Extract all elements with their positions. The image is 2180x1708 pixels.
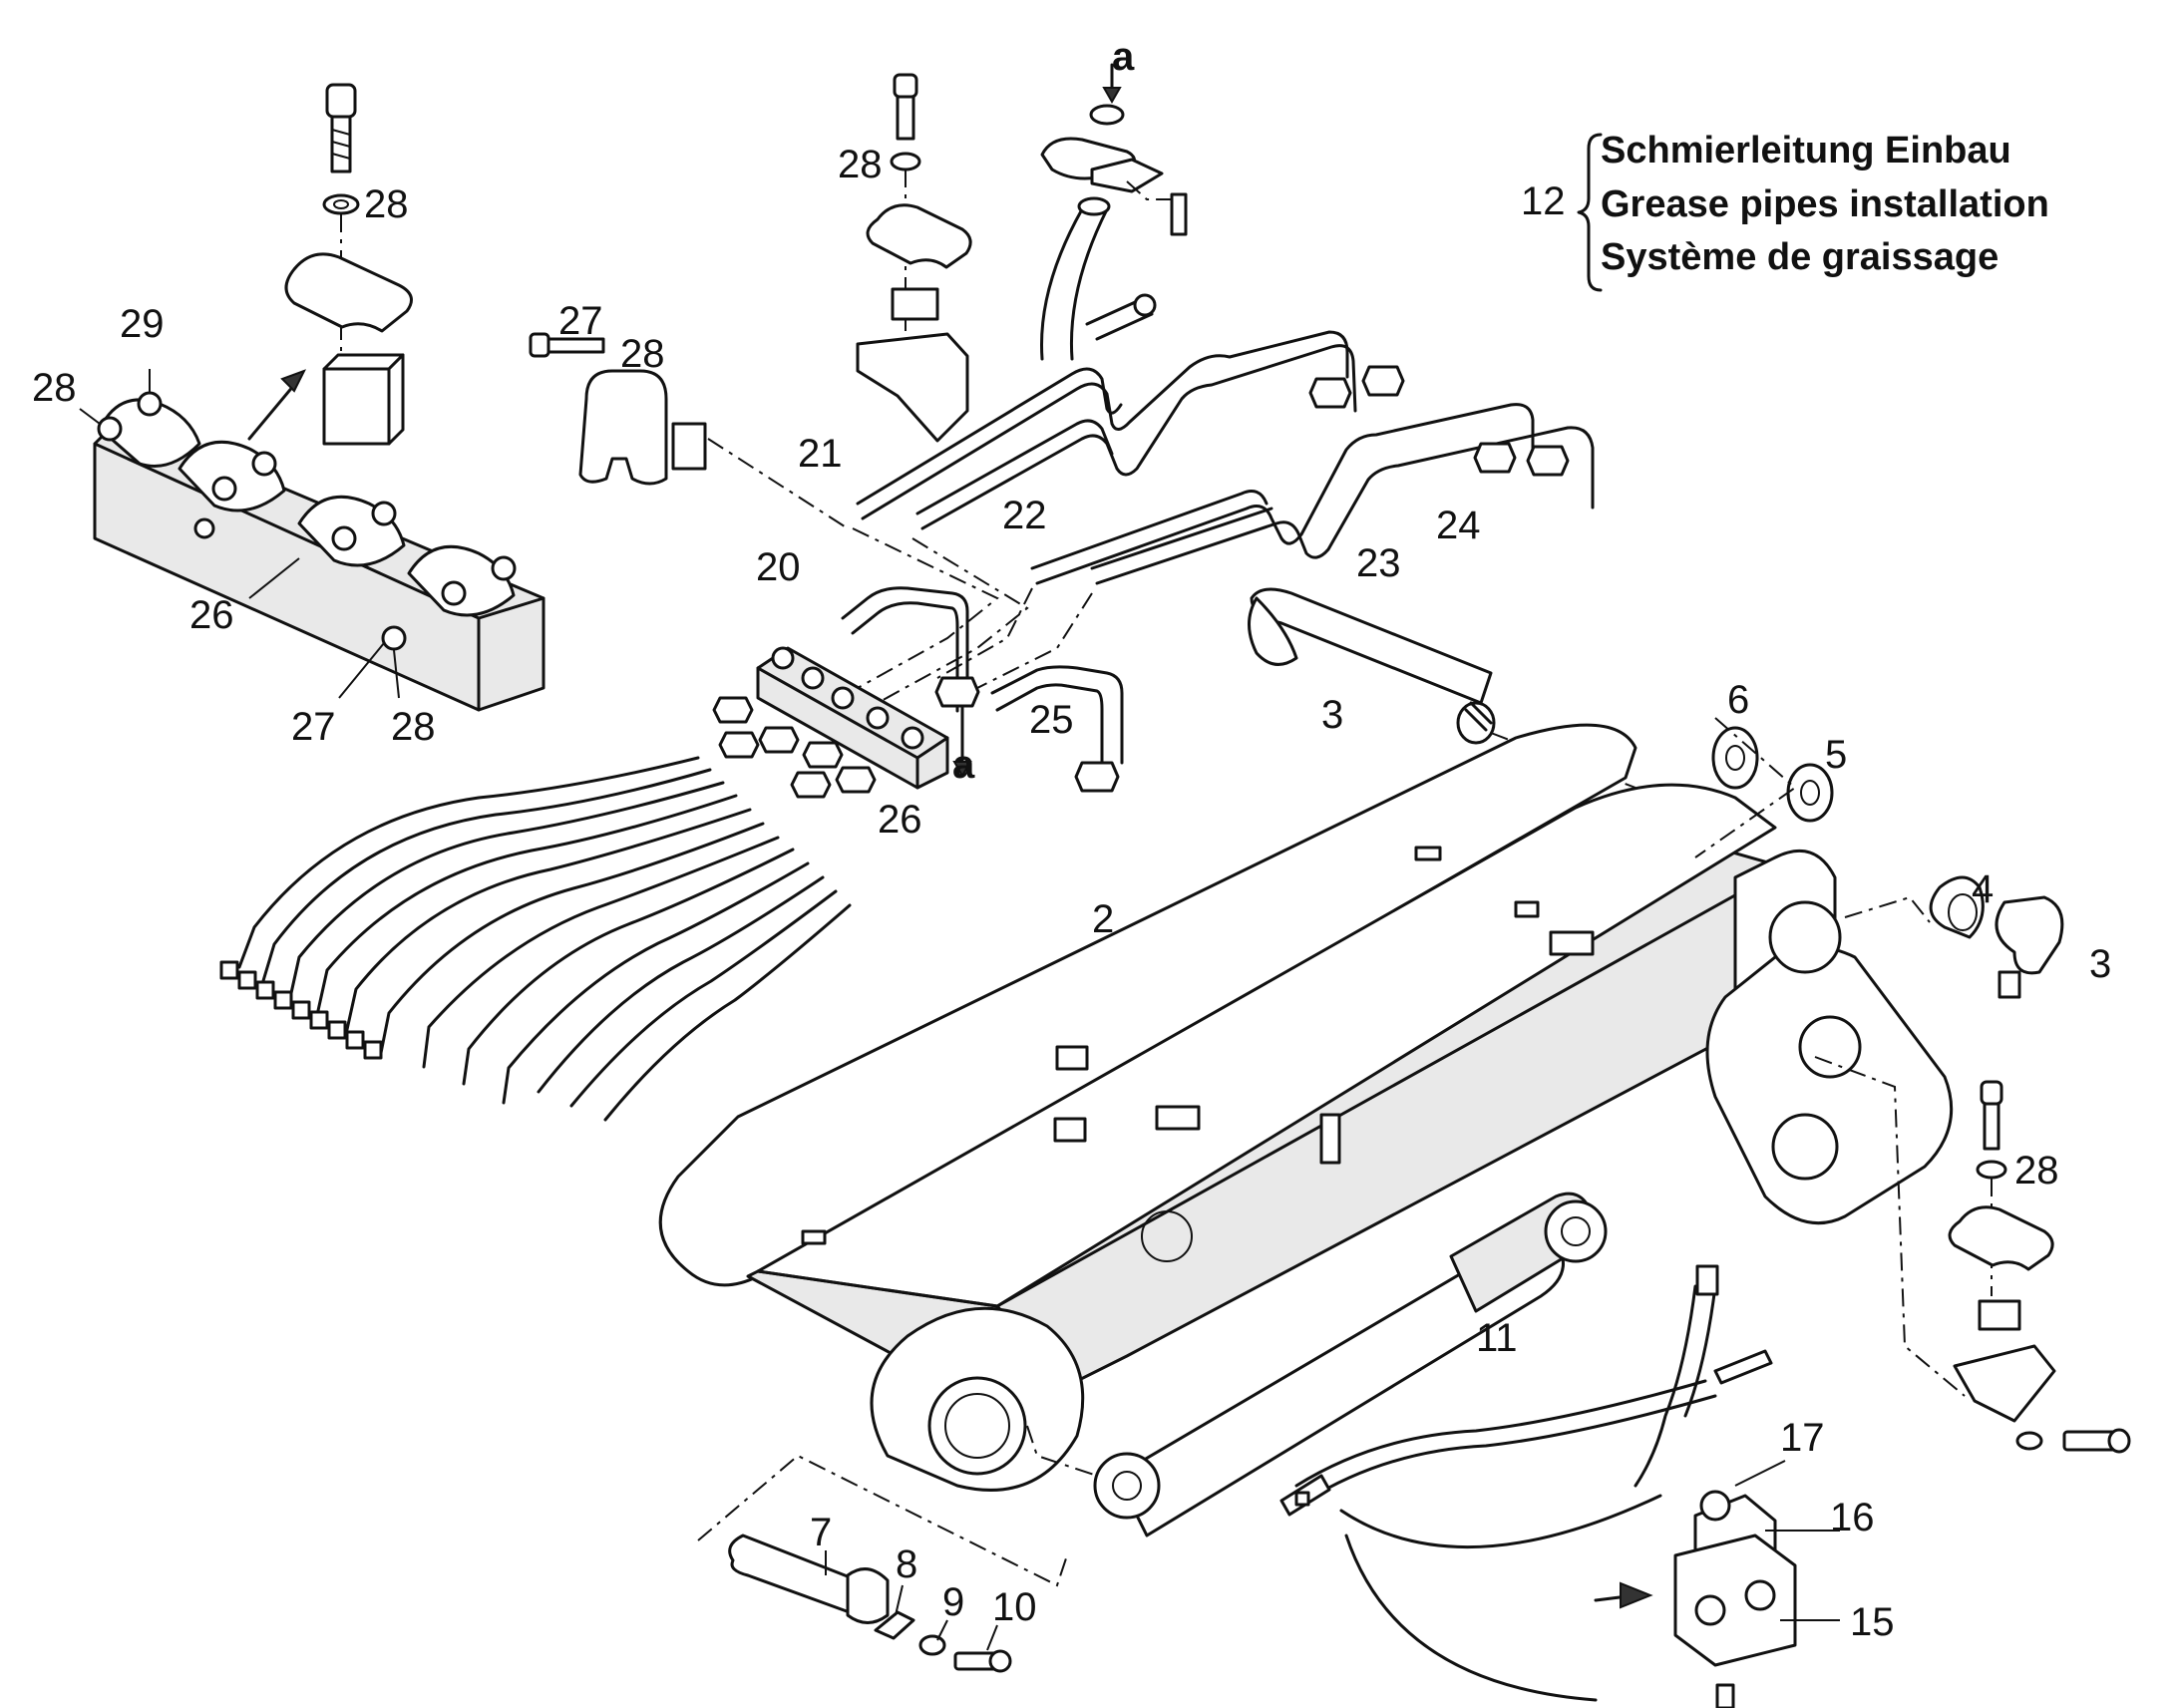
callout-7: 7 <box>810 1511 832 1554</box>
boom-arm <box>658 723 1954 1492</box>
callout-28-bracket: 28 <box>620 332 665 376</box>
callout-22: 22 <box>1002 494 1047 537</box>
callout-26-block: 26 <box>878 798 922 842</box>
callout-25: 25 <box>1029 698 1074 742</box>
callout-28-bar-left: 28 <box>32 366 77 410</box>
callout-5: 5 <box>1825 733 1847 777</box>
callout-16: 16 <box>1830 1496 1875 1539</box>
hose-bundle <box>219 756 852 1122</box>
legend-brace <box>1577 133 1603 292</box>
pin-3-upper <box>1248 587 1636 789</box>
callout-3-upper: 3 <box>1321 693 1343 737</box>
clamp-half-upper <box>284 252 413 333</box>
washer <box>322 193 360 215</box>
callout-2: 2 <box>1092 897 1114 941</box>
bar-bolts <box>97 391 517 651</box>
hydraulic-cylinder <box>1026 1192 1608 1537</box>
callout-6: 6 <box>1727 678 1749 722</box>
callout-27-bar: 27 <box>291 705 336 749</box>
callout-28-bar-bottom: 28 <box>391 705 436 749</box>
callout-24: 24 <box>1436 504 1481 547</box>
boom-details <box>801 846 1595 1262</box>
callout-labels: 2 3 3 4 5 6 7 8 9 10 11 15 16 17 20 21 2… <box>32 35 2111 1644</box>
callout-21: 21 <box>798 432 843 476</box>
callout-8: 8 <box>896 1542 917 1586</box>
legend-line-en: Grease pipes installation <box>1601 183 2049 225</box>
reference-a-top: a <box>1112 35 1135 79</box>
boom-left-end <box>658 723 1637 1287</box>
legend-line-fr: Système de graissage <box>1601 236 1998 278</box>
callout-17: 17 <box>1780 1416 1825 1460</box>
callout-28-bar-clamp: 28 <box>364 182 409 226</box>
grease-pipes <box>852 330 1595 704</box>
callout-28-upper-clamp: 28 <box>838 143 883 186</box>
hose-end-fittings <box>219 960 383 1060</box>
distributor-block <box>712 646 949 799</box>
callout-29: 29 <box>120 302 165 346</box>
pipe-20 <box>841 586 969 698</box>
pin-7-assembly <box>697 1454 1068 1673</box>
upper-pipe-clamp <box>856 73 972 443</box>
pipe-22 <box>920 344 1357 530</box>
pipe-nuts <box>1308 365 1570 477</box>
callout-28-right-clamp: 28 <box>2014 1149 2059 1193</box>
pipe-24 <box>1095 426 1595 585</box>
right-pin-parts <box>1694 717 2064 1397</box>
legend-number: 12 <box>1521 179 1566 223</box>
pipe-20-and-25 <box>841 586 1124 793</box>
lower-grease-line <box>1279 1264 1773 1702</box>
grease-block <box>1673 1460 1840 1708</box>
callout-9: 9 <box>942 1580 964 1624</box>
callout-23: 23 <box>1356 541 1401 585</box>
callout-20: 20 <box>756 545 801 589</box>
hose-fittings <box>712 696 877 799</box>
clamp-bar-assembly <box>79 83 545 712</box>
callout-27-bracket: 27 <box>558 299 603 343</box>
callout-11: 11 <box>1476 1316 1518 1360</box>
right-pipe-clamp <box>1948 1080 2131 1454</box>
collar-3 <box>1995 895 2064 975</box>
callout-15: 15 <box>1850 1600 1895 1644</box>
pipe-23 <box>1035 403 1535 585</box>
clamp-block <box>322 367 391 446</box>
pipe-clip-bracket <box>529 332 849 529</box>
washer-6 <box>1711 726 1759 790</box>
pipe-21 <box>861 330 1349 520</box>
callout-10: 10 <box>992 1585 1037 1629</box>
legend: 12 Schmierleitung Einbau Grease pipes in… <box>1521 130 2049 292</box>
grease-fitting-top <box>1040 63 1188 361</box>
reference-a-mid: a <box>952 743 975 787</box>
pipe-25 <box>990 665 1124 765</box>
screw-head <box>325 83 357 119</box>
callout-3-right: 3 <box>2089 942 2111 986</box>
callout-4: 4 <box>1972 867 1994 911</box>
bushing-4 <box>1929 875 1985 939</box>
legend-line-de: Schmierleitung Einbau <box>1601 130 2011 171</box>
callout-26-bar: 26 <box>189 593 234 637</box>
